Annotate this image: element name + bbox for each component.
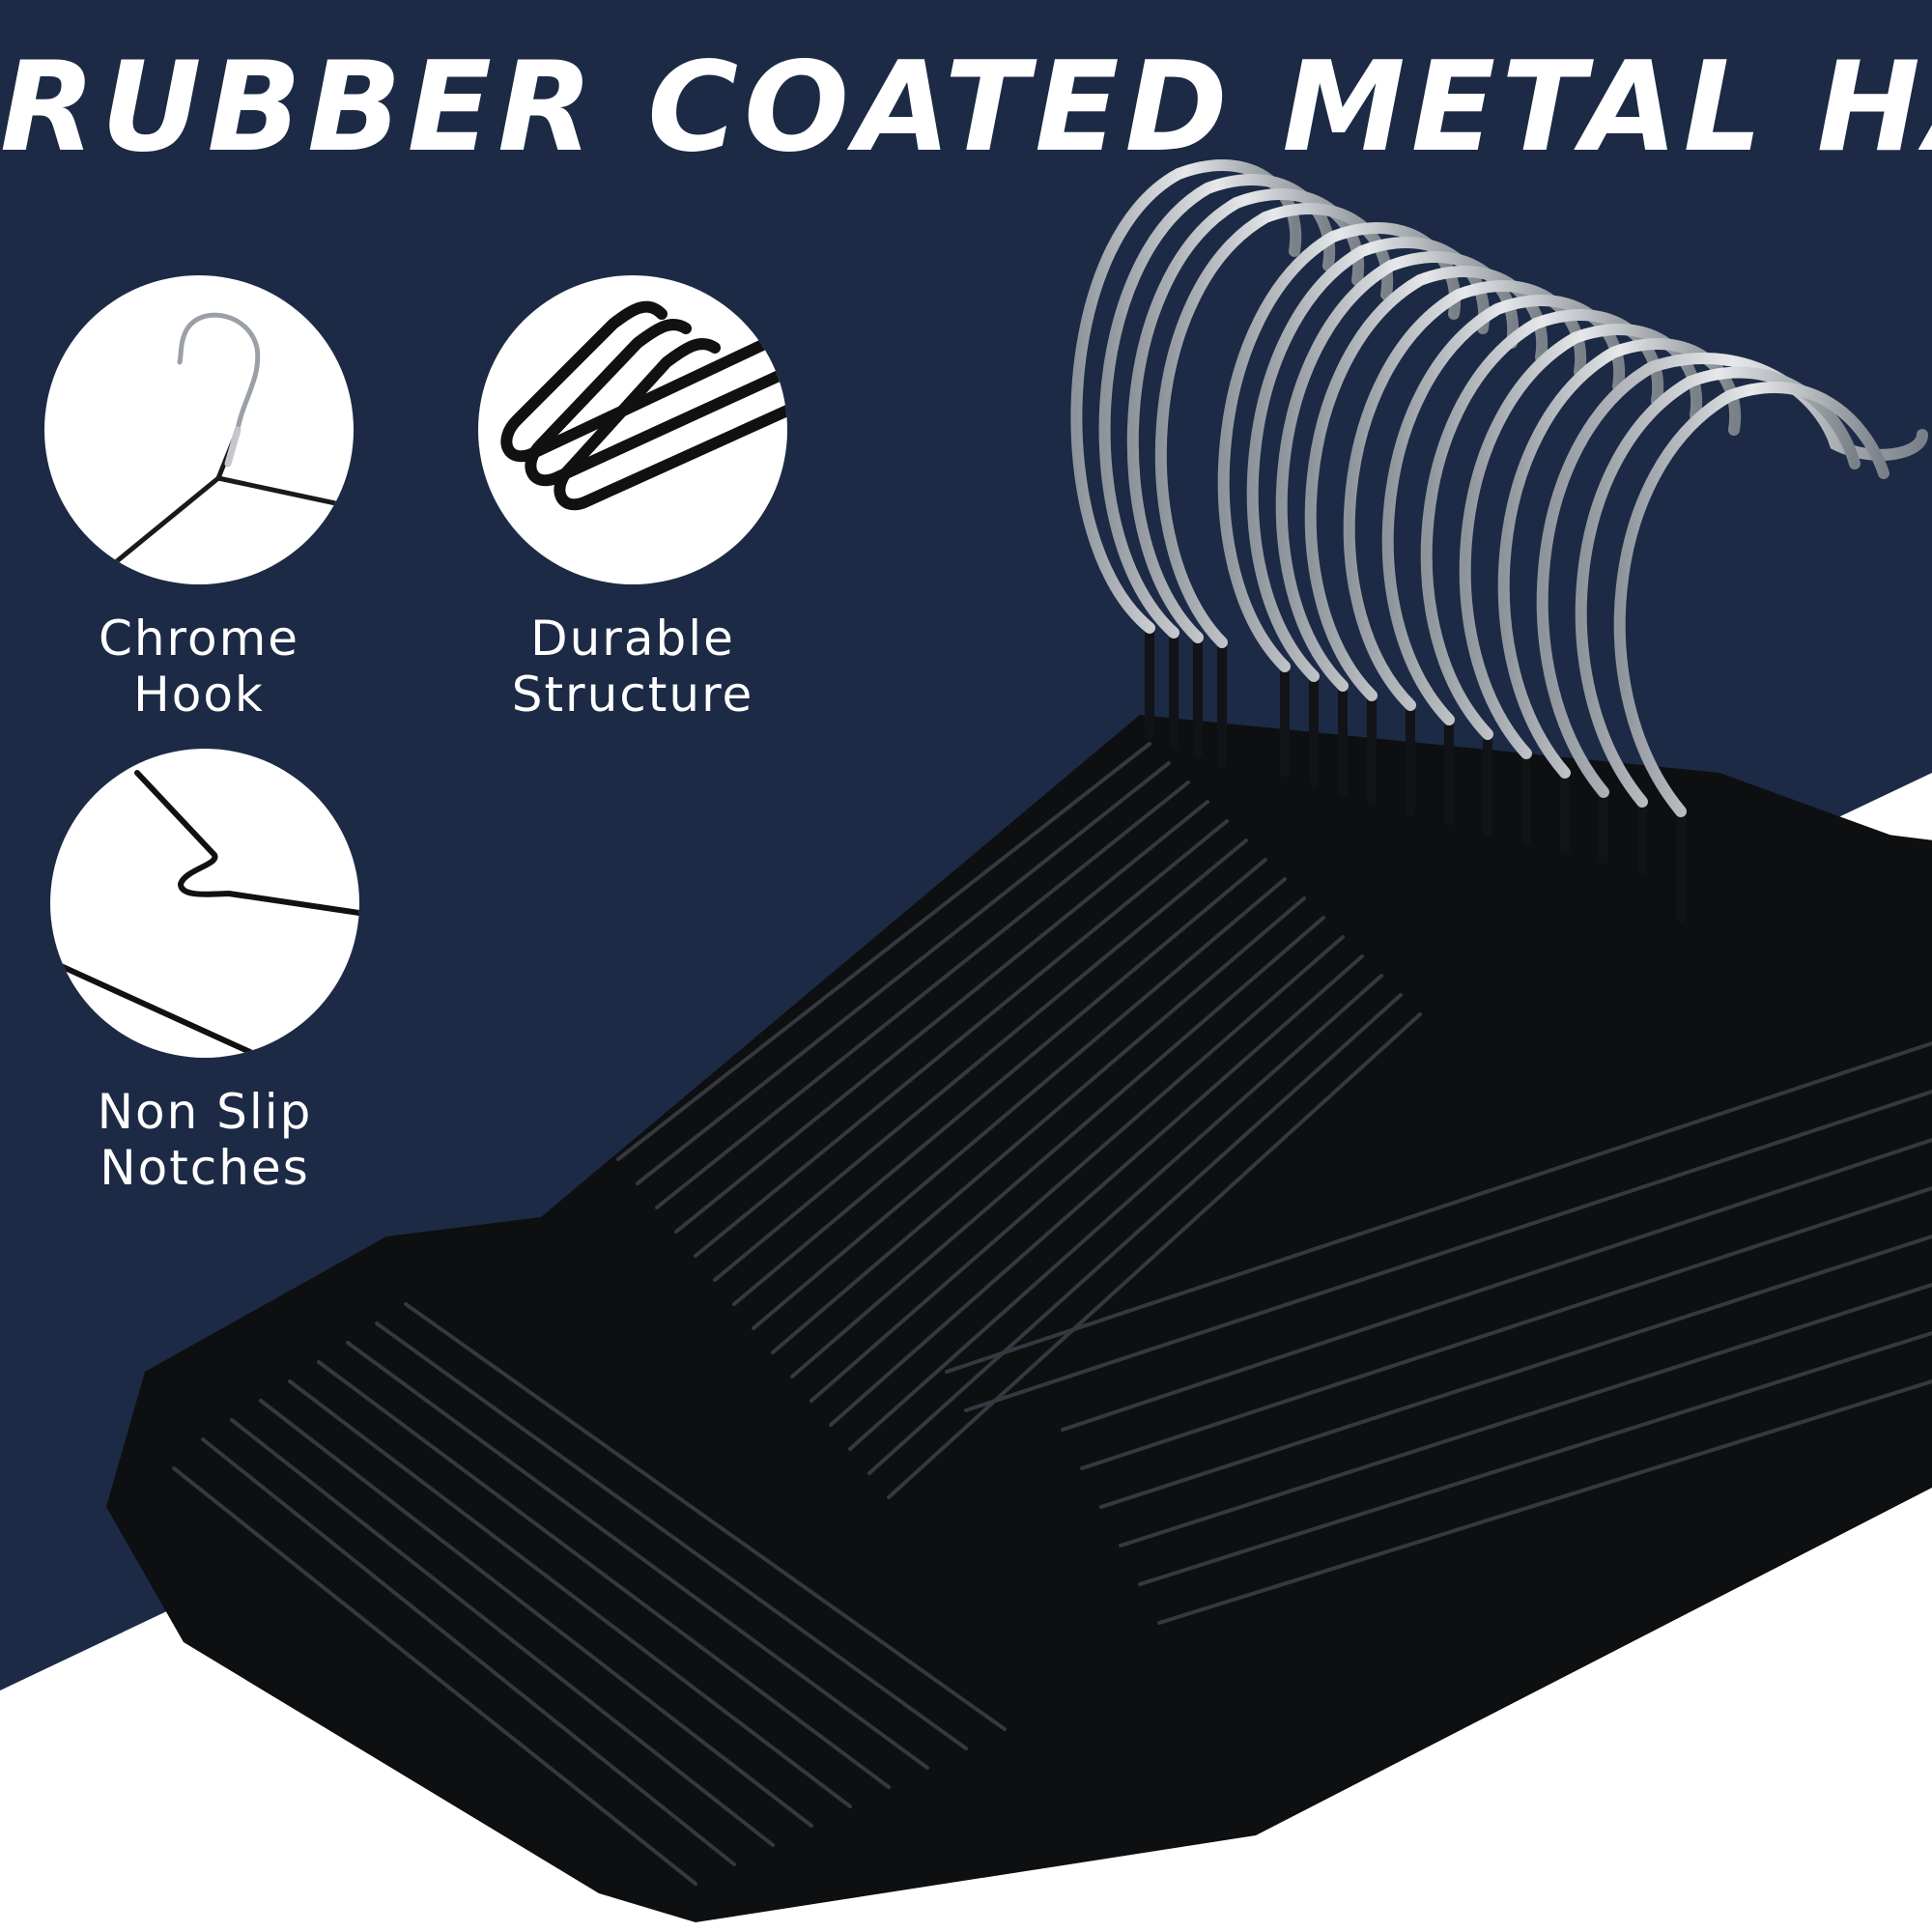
feature-label-non-slip-notches: Non Slip Notches: [97, 1084, 313, 1196]
chrome-hook-icon: [109, 312, 354, 568]
hanger-bodies: [106, 715, 1932, 1922]
non-slip-notches-icon: [50, 770, 359, 1058]
feature-label-chrome-hook: Chrome Hook: [98, 611, 300, 723]
durable-structure-icon: [500, 300, 787, 511]
feature-label-durable-structure: Durable Structure: [511, 611, 754, 723]
feature-badge-chrome-hook: [44, 275, 354, 584]
feature-badge-non-slip-notches: [50, 749, 359, 1058]
feature-badge-durable-structure: [478, 275, 787, 584]
page-title: RUBBER COATED METAL HANGERS: [0, 36, 1932, 180]
